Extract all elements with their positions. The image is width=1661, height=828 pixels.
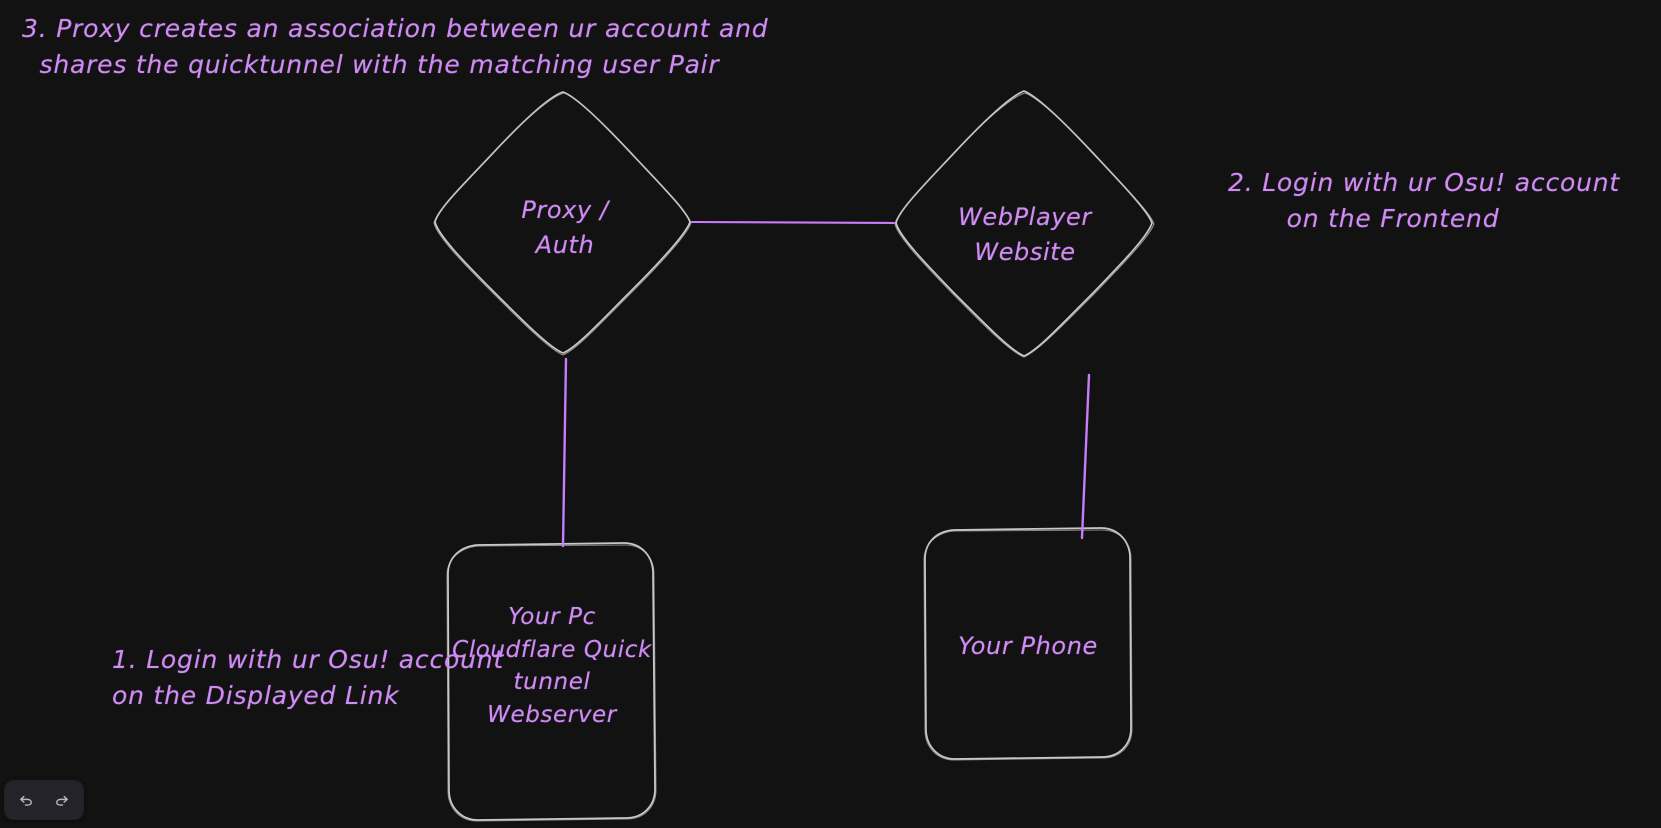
shape-your-phone-rectangle[interactable]	[923, 527, 1133, 761]
connector-proxy-to-your-pc[interactable]	[561, 357, 568, 548]
redo-button[interactable]	[46, 785, 78, 815]
redo-arrow-icon	[53, 791, 71, 809]
connector-proxy-to-webplayer[interactable]	[690, 220, 896, 225]
undo-button[interactable]	[10, 785, 42, 815]
shape-webplayer-diamond[interactable]	[894, 90, 1155, 358]
shape-proxy-auth-diamond[interactable]	[433, 91, 692, 356]
connector-webplayer-to-your-phone[interactable]	[1080, 373, 1091, 540]
history-toolbar	[4, 780, 84, 820]
undo-arrow-icon	[17, 791, 35, 809]
shape-your-pc-rectangle[interactable]	[446, 542, 657, 822]
